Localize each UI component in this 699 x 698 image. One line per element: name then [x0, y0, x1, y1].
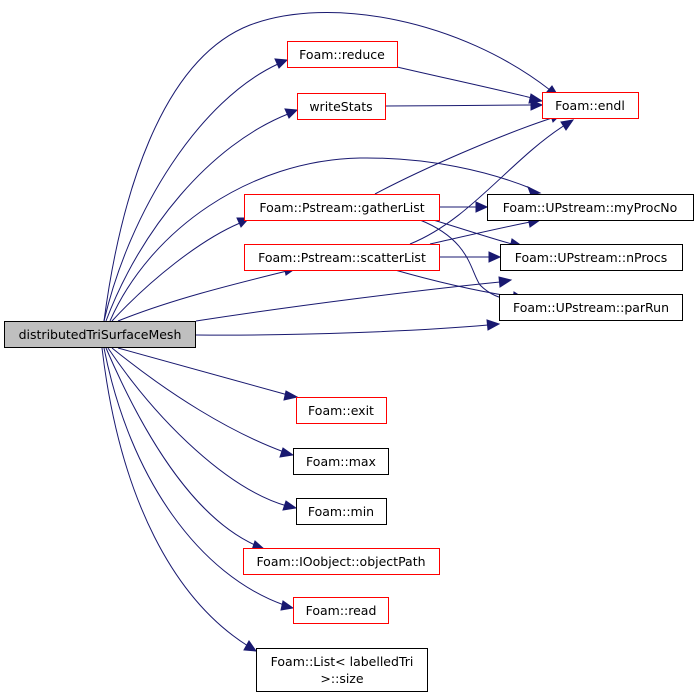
edge-root-to-parrun — [195, 319, 501, 336]
edge-root-to-gatherlist — [111, 217, 251, 322]
node-label: distributedTriSurfaceMesh — [19, 327, 182, 342]
node-label: Foam::read — [306, 603, 377, 618]
node-foam-pstream-gatherlist[interactable]: Foam::Pstream::gatherList — [244, 194, 440, 221]
node-foam-list-labelledtri-size[interactable]: Foam::List< labelledTri >::size — [256, 648, 428, 692]
edge-root-to-reduce — [103, 58, 289, 322]
node-label: Foam::min — [308, 504, 374, 519]
node-label: Foam::exit — [308, 403, 374, 418]
node-label-line2: >::size — [320, 671, 363, 686]
edge-gatherlist-to-endl — [374, 112, 564, 195]
node-foam-max[interactable]: Foam::max — [293, 448, 389, 475]
node-label: Foam::UPstream::nProcs — [515, 250, 667, 265]
edge-root-to-read — [103, 347, 295, 611]
node-foam-upstream-nprocs[interactable]: Foam::UPstream::nProcs — [500, 244, 683, 271]
node-label: Foam::UPstream::myProcNo — [503, 200, 678, 215]
edge-root-to-exit — [117, 347, 299, 401]
edge-scatterlist-to-endl — [409, 119, 575, 245]
node-foam-upstream-parrun[interactable]: Foam::UPstream::parRun — [499, 294, 683, 321]
node-foam-upstream-myprocno[interactable]: Foam::UPstream::myProcNo — [487, 194, 694, 221]
node-foam-ioobject-objectpath[interactable]: Foam::IOobject::objectPath — [243, 548, 440, 575]
node-label: Foam::reduce — [299, 47, 385, 62]
node-root-distributedtrisurfacemesh: distributedTriSurfaceMesh — [4, 321, 196, 348]
edge-scatterlist-to-nprocs — [438, 251, 502, 263]
edge-root-to-nprocs — [195, 276, 513, 322]
node-writestats[interactable]: writeStats — [297, 93, 386, 120]
edge-root-to-min — [107, 347, 298, 511]
node-label-line1: Foam::List< labelledTri — [271, 654, 414, 669]
node-label: Foam::Pstream::gatherList — [259, 200, 424, 215]
edge-root-to-myprocno — [109, 157, 542, 322]
edge-gatherlist-to-myprocno — [439, 201, 489, 213]
node-foam-read[interactable]: Foam::read — [293, 597, 389, 624]
node-foam-pstream-scatterlist[interactable]: Foam::Pstream::scatterList — [244, 244, 440, 271]
edge-root-to-writestats — [105, 108, 299, 322]
node-label: Foam::IOobject::objectPath — [256, 554, 425, 569]
node-foam-endl[interactable]: Foam::endl — [542, 92, 639, 119]
node-label: Foam::Pstream::scatterList — [258, 250, 426, 265]
edge-root-to-max — [111, 347, 295, 458]
edge-root-to-size — [101, 347, 258, 652]
node-foam-reduce[interactable]: Foam::reduce — [287, 41, 398, 68]
node-foam-min[interactable]: Foam::min — [296, 498, 387, 525]
edges — [101, 12, 575, 652]
node-label: Foam::max — [306, 454, 376, 469]
node-foam-exit[interactable]: Foam::exit — [296, 397, 387, 424]
node-label: Foam::UPstream::parRun — [513, 300, 669, 315]
edge-root-to-scatterlist — [117, 265, 298, 322]
node-label: writeStats — [309, 99, 372, 114]
edge-scatterlist-to-myprocno — [429, 216, 542, 245]
node-label: Foam::endl — [555, 98, 625, 113]
edge-writestats-to-endl — [384, 99, 544, 111]
edge-reduce-to-endl — [396, 66, 544, 104]
